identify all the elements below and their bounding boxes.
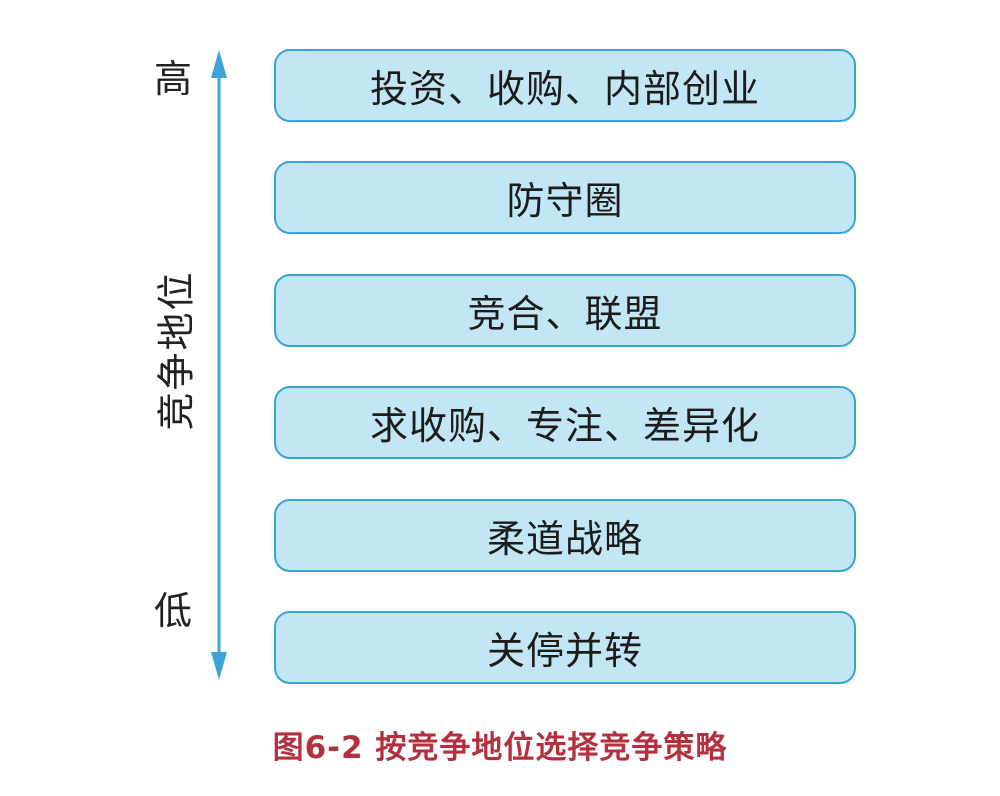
- axis-arrow-down: [211, 652, 227, 680]
- strategy-level-4: 求收购、专注、差异化: [274, 386, 856, 460]
- axis-title-text: 竞争地位: [154, 269, 199, 431]
- axis-arrow-up: [211, 50, 227, 78]
- figure-caption: 图6-2 按竞争地位选择竞争策略: [272, 730, 728, 766]
- strategy-level-5: 柔道战略: [274, 498, 856, 572]
- strategy-level-list: 投资、收购、内部创业 防守圈 竞合、联盟 求收购、专注、差异化 柔道战略 关停并…: [274, 49, 856, 723]
- strategy-level-3: 竞合、联盟: [274, 273, 856, 347]
- axis-low-label: 低: [153, 589, 192, 633]
- strategy-level-6: 关停并转: [274, 610, 856, 684]
- strategy-level-1: 投资、收购、内部创业: [274, 49, 856, 122]
- axis-title: 竞争地位: [150, 230, 199, 470]
- axis-high-label: 高: [153, 57, 192, 101]
- strategy-level-2: 防守圈: [274, 161, 856, 235]
